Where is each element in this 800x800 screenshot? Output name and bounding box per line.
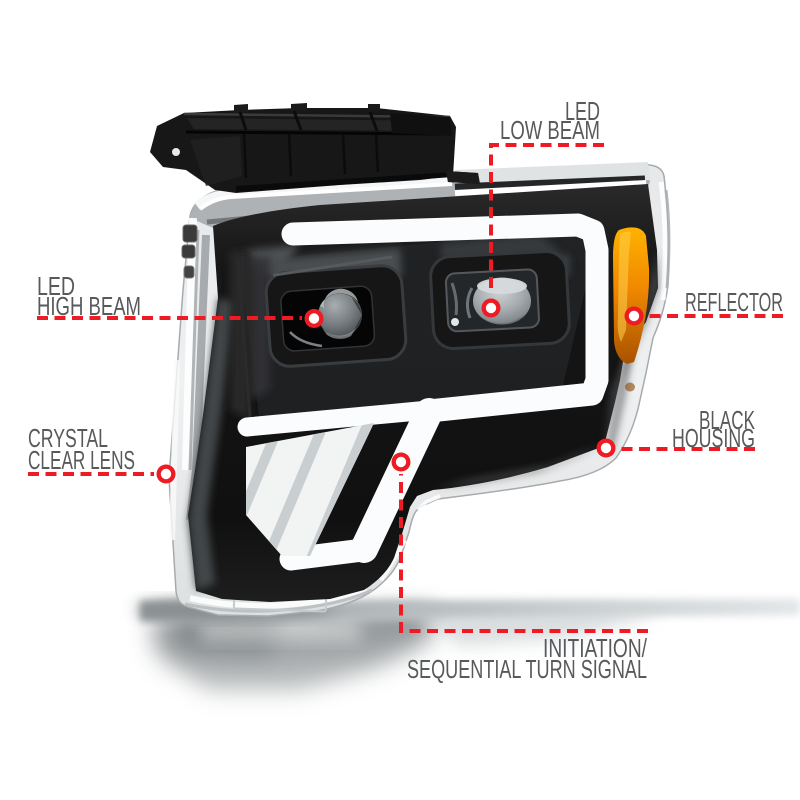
svg-text:SEQUENTIAL TURN SIGNAL: SEQUENTIAL TURN SIGNAL [407, 654, 647, 684]
svg-text:CRYSTAL: CRYSTAL [28, 423, 108, 453]
svg-text:CLEAR LENS: CLEAR LENS [28, 445, 135, 475]
svg-text:BLACK: BLACK [699, 405, 755, 435]
svg-text:LED: LED [565, 96, 600, 126]
svg-text:HOUSING: HOUSING [672, 423, 755, 453]
svg-text:LED: LED [37, 271, 75, 301]
svg-text:INITIATION/: INITIATION/ [543, 633, 648, 663]
svg-text:REFLECTOR: REFLECTOR [685, 287, 783, 317]
svg-text:HIGH BEAM: HIGH BEAM [37, 291, 141, 321]
svg-text:LOW BEAM: LOW BEAM [500, 115, 600, 145]
